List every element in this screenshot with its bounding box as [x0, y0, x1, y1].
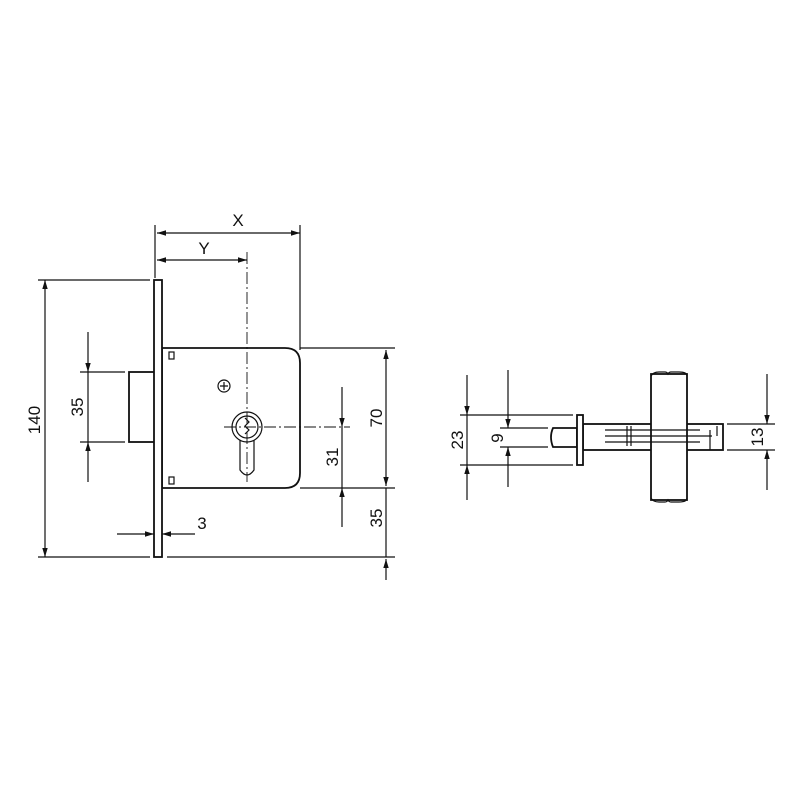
- front-view: X Y 140 35 31 70 35 3: [25, 211, 395, 580]
- slot-bottom: [168, 476, 175, 485]
- dim-3-label: 3: [197, 514, 206, 533]
- faceplate: [153, 279, 163, 558]
- slot-top: [168, 351, 175, 360]
- dim-9-label: 9: [488, 433, 507, 442]
- side-view: 23 9 13: [448, 370, 775, 503]
- bolt: [128, 371, 156, 443]
- dim-bolt-label: 35: [68, 398, 87, 417]
- dim-x-label: X: [232, 211, 243, 230]
- dim-70-label: 70: [367, 409, 386, 428]
- cylinder-side: [650, 373, 688, 501]
- dim-31-label: 31: [323, 448, 342, 467]
- dim-23-label: 23: [448, 431, 467, 450]
- dim-y-label: Y: [198, 239, 209, 258]
- faceplate-side: [576, 414, 584, 466]
- dim-35-bottom-label: 35: [367, 509, 386, 528]
- lock-body: [161, 347, 301, 489]
- dim-140-label: 140: [25, 406, 44, 434]
- bolt-side: [550, 427, 578, 448]
- screw-icon: [217, 379, 231, 393]
- dim-13-label: 13: [748, 428, 767, 447]
